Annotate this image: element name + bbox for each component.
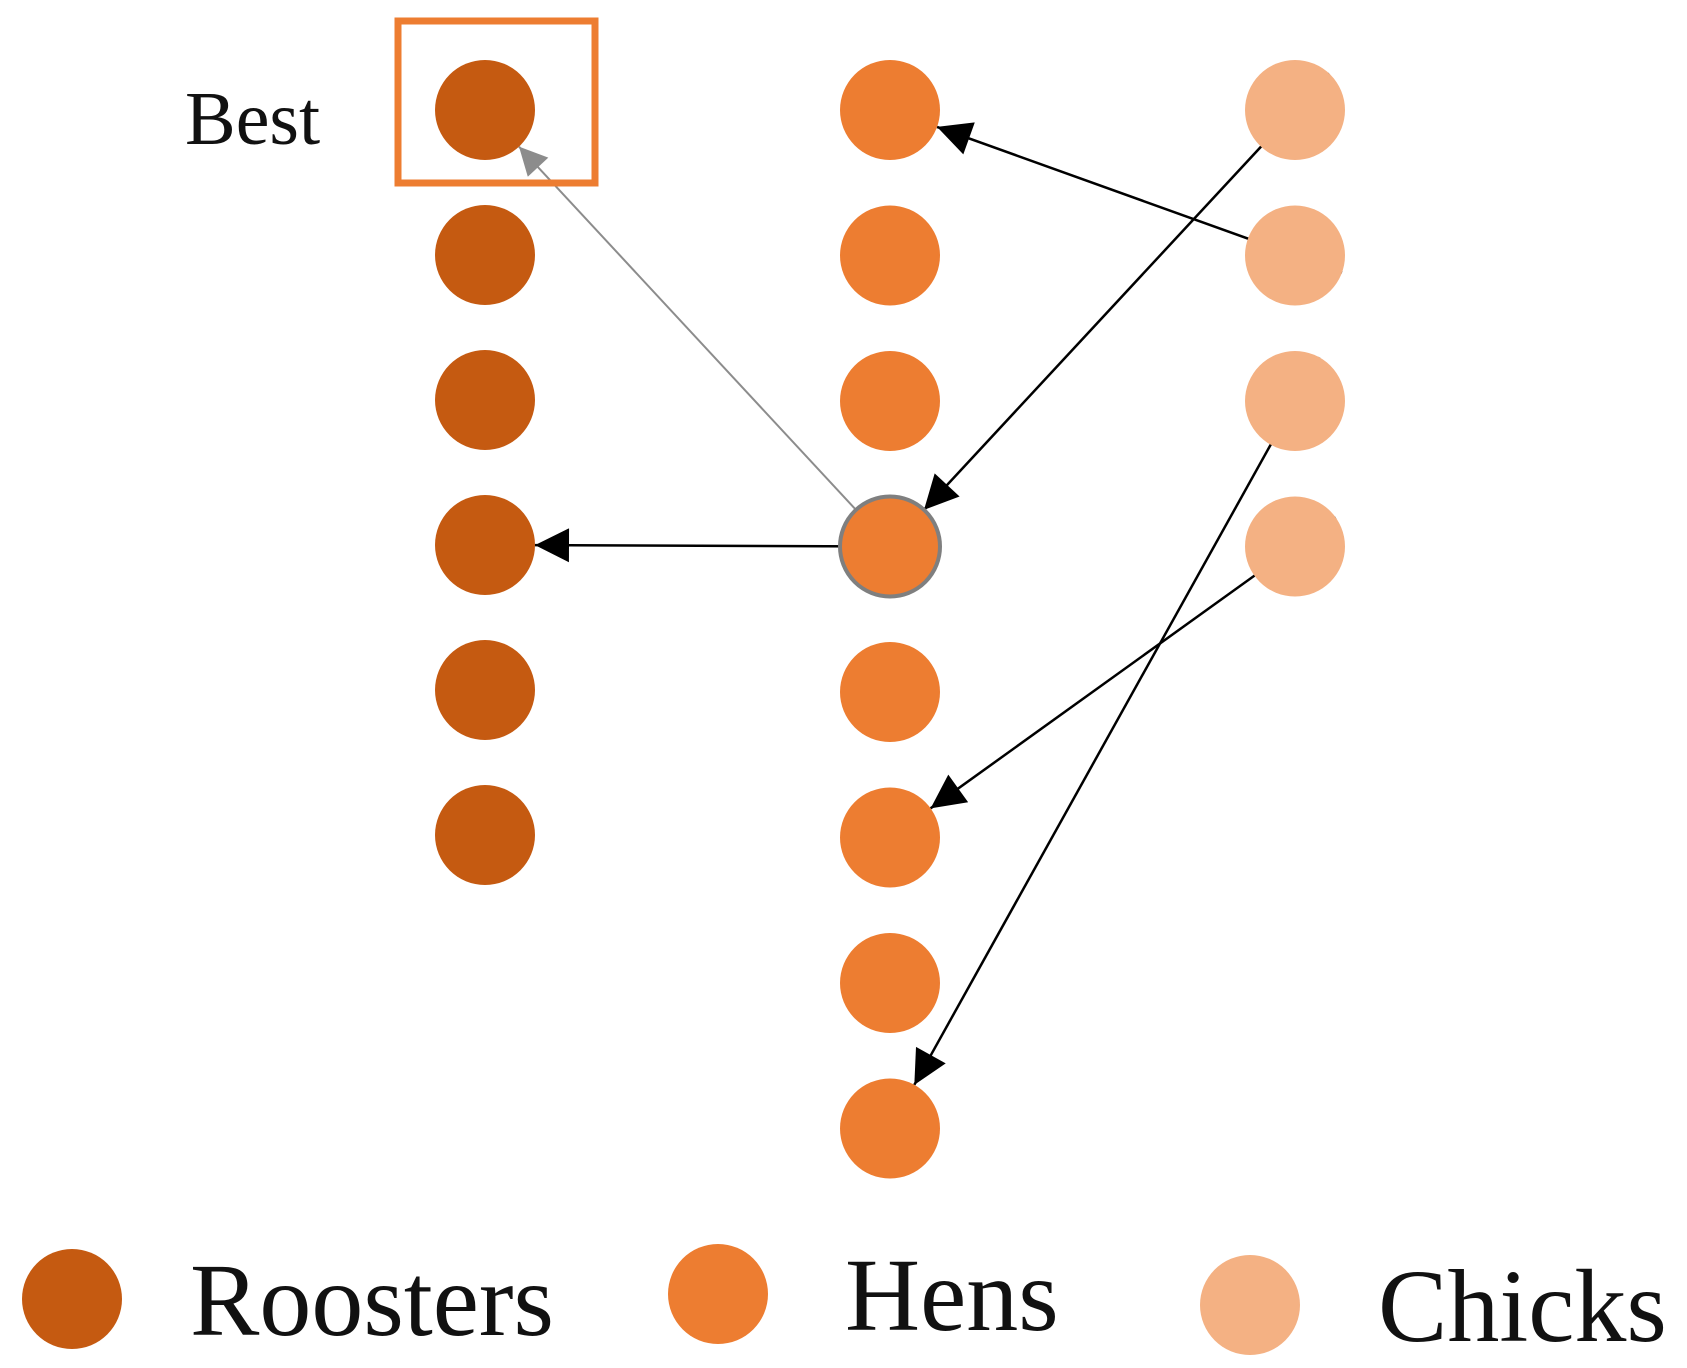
arrow-chicks-3-to-hens-8 — [913, 356, 1321, 1086]
chick-node-4 — [1245, 496, 1345, 597]
hen-node-2 — [840, 205, 940, 306]
legend-hens-swatch — [668, 1244, 768, 1344]
rooster-node-4 — [435, 495, 535, 595]
chick-node-2 — [1245, 205, 1345, 306]
legend-chicks-label: Chicks — [1378, 1249, 1667, 1364]
rooster-node-5 — [435, 640, 535, 740]
hen-node-3 — [840, 351, 940, 451]
hen-node-1 — [840, 60, 940, 160]
arrows-group — [518, 72, 1343, 1086]
legend-roosters-swatch — [22, 1249, 122, 1349]
hen-node-5 — [840, 642, 940, 742]
hen-node-7 — [840, 933, 940, 1033]
hen-node-4 — [838, 494, 942, 599]
rooster-node-2 — [435, 205, 535, 305]
hen-node-6 — [840, 787, 940, 888]
legend-chicks-swatch — [1200, 1255, 1300, 1355]
rooster-node-1 — [435, 60, 535, 160]
hen-node-8 — [840, 1078, 940, 1179]
legend-roosters-label: Roosters — [190, 1243, 554, 1358]
best-label: Best — [185, 77, 320, 161]
best-highlight-box — [394, 17, 599, 187]
rooster-node-6 — [435, 785, 535, 885]
legend-hens-label: Hens — [845, 1238, 1059, 1353]
chick-node-1 — [1245, 60, 1345, 160]
nodes-group — [435, 60, 1345, 1179]
legend: Roosters Hens Chicks — [22, 1238, 1667, 1364]
rooster-node-3 — [435, 350, 535, 450]
chick-node-3 — [1245, 351, 1345, 451]
